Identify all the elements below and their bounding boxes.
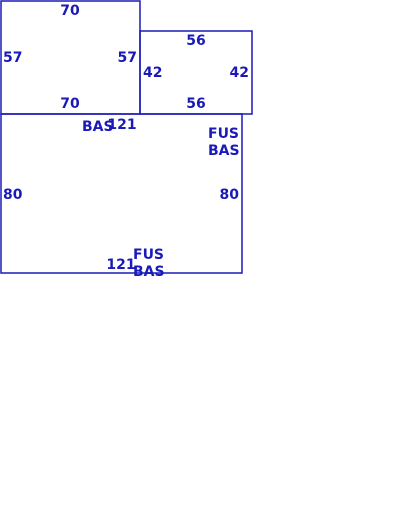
main-room-outline: [0, 113, 243, 274]
main-room-left-dim: 80: [3, 187, 23, 203]
main-room-label-bas: BAS: [82, 119, 114, 135]
main-room-bottom-dim: 121: [106, 257, 135, 273]
top-left-room-top-dim: 70: [60, 3, 80, 19]
top-right-room-right-dim: 42: [230, 65, 249, 81]
top-right-room-bottom-dim: 56: [186, 96, 205, 112]
top-right-room-top-dim: 56: [186, 33, 205, 49]
top-right-room-left-dim: 42: [143, 65, 162, 81]
main-room-right-dim: 80: [220, 187, 240, 203]
top-left-room-bottom-dim: 70: [60, 96, 80, 112]
top-left-room-left-dim: 57: [3, 50, 22, 66]
top-left-room-right-dim: 57: [118, 50, 137, 66]
main-room-label-fus-right: FUS: [208, 126, 239, 142]
main-room-label-bas-bottom: BAS: [133, 264, 165, 280]
main-room-label-fus-bottom: FUS: [133, 247, 164, 263]
main-room-top-dim: 121: [107, 117, 136, 133]
main-room-label-bas-right: BAS: [208, 143, 240, 159]
